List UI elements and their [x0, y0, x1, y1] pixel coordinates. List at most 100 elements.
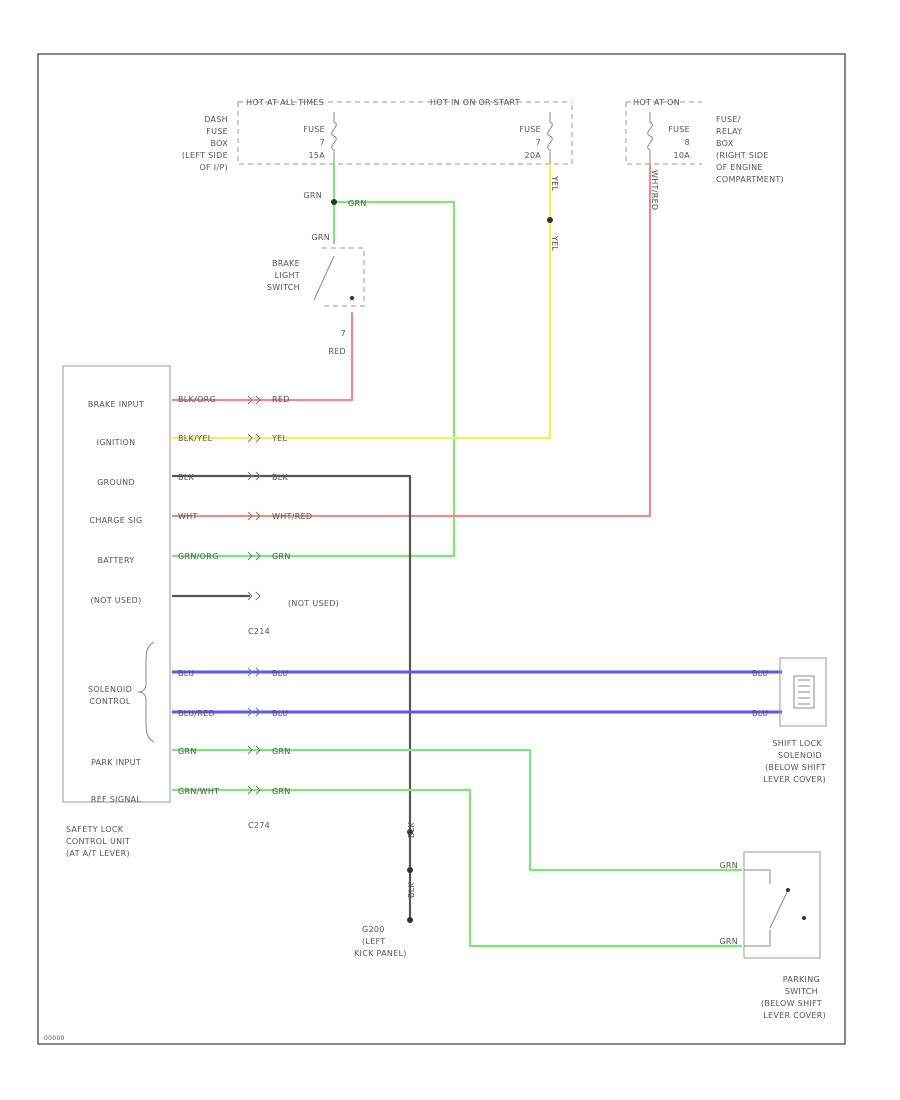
splice-dot-green	[331, 199, 337, 205]
splice-dot-ground-2	[407, 867, 413, 873]
ignition-right-wire: YEL	[271, 434, 288, 443]
brake-switch-label-3: SWITCH	[267, 283, 300, 292]
park-switch-label-4: LEVER COVER)	[763, 1011, 826, 1020]
terminal-park-input: PARK INPUT	[91, 758, 141, 767]
solenoid-label-4: LEVER COVER)	[763, 775, 826, 784]
control-unit-name-2: CONTROL UNIT	[66, 837, 130, 846]
solenoid1-end-wire: BLU	[752, 669, 768, 678]
fuse-left-number: 7	[320, 138, 325, 147]
parking-switch-box	[743, 851, 821, 959]
ground-point	[407, 917, 413, 923]
solenoid-brace	[137, 641, 155, 743]
park-switch-wire-upper: GRN	[719, 861, 738, 870]
fuse-right-rating: 20A	[524, 151, 541, 160]
brake-switch-blade	[313, 255, 335, 301]
safety-lock-control-unit: BRAKE INPUT IGNITION GROUND CHARGE SIG B…	[62, 365, 171, 858]
relay-fuse-box: HOT AT ON FUSE 8 10A FUSE/ RELAY BOX (RI…	[625, 98, 784, 184]
brake-switch-out-pin: 7	[341, 329, 346, 338]
solenoid-label-3: (BELOW SHIFT	[765, 763, 826, 772]
label-yel-mid: YEL	[550, 235, 559, 252]
battery-left-wire: GRN/ORG	[178, 552, 219, 561]
label-wht-red-vertical: WHT/RED	[650, 170, 659, 210]
relay-fuse-box-outline	[625, 101, 702, 165]
park-switch-path	[744, 869, 771, 947]
pin-ref	[247, 785, 261, 795]
relay-box-label-5: OF ENGINE	[716, 163, 763, 172]
wire-red-brake-input	[172, 312, 354, 402]
solenoid1-right-wire: BLU	[272, 669, 288, 678]
relay-box-label-4: (RIGHT SIDE	[716, 151, 769, 160]
solenoid2-right-wire: BLU	[272, 709, 288, 718]
relay-fuse-label: FUSE	[668, 125, 690, 134]
terminal-solenoid-2: CONTROL	[89, 697, 130, 706]
connector-c274: C274	[248, 821, 270, 830]
relay-box-label-2: RELAY	[716, 127, 743, 136]
dash-box-label-3: BOX	[210, 139, 228, 148]
wire-yellow-ignition	[172, 164, 552, 440]
pin-solenoid-1	[247, 667, 261, 677]
relay-box-label-3: BOX	[716, 139, 734, 148]
fuse-right-symbol	[547, 112, 553, 164]
ignition-left-wire: BLK/YEL	[178, 434, 213, 443]
ground-left-wire: BLK	[178, 473, 195, 482]
terminal-ground: GROUND	[97, 478, 135, 487]
fuse-right-label: FUSE	[519, 125, 541, 134]
park-switch-contact-a	[786, 888, 790, 892]
brake-light-switch: GRN BRAKE LIGHT SWITCH 7 RED	[267, 233, 365, 356]
control-unit-name-3: (AT A/T LEVER)	[66, 849, 130, 858]
wire-wht-red-charge	[172, 164, 652, 518]
dash-fuse-box-outline	[237, 102, 573, 165]
brake-left-wire: BLK/ORG	[178, 395, 216, 404]
footer-code: 00000	[44, 1035, 65, 1042]
solenoid1-left-wire: BLU	[178, 669, 194, 678]
wire-black-ground	[172, 474, 412, 920]
terminal-ignition: IGNITION	[97, 438, 136, 447]
pin-brake	[247, 395, 261, 405]
dash-left-header: HOT AT ALL TIMES	[246, 98, 324, 107]
ref-left-wire: GRN/WHT	[178, 787, 219, 796]
not-used-right-label: (NOT USED)	[288, 599, 339, 608]
park-right-wire: GRN	[272, 747, 291, 756]
solenoid-coil-icon	[798, 679, 810, 705]
connector-pins	[247, 395, 261, 795]
splice-dot-ground-1	[407, 829, 413, 835]
dash-box-label-4: (LEFT SIDE	[182, 151, 228, 160]
relay-fuse-symbol	[647, 112, 653, 164]
terminal-not-used: (NOT USED)	[90, 596, 141, 605]
park-switch-label-3: (BELOW SHIFT	[761, 999, 822, 1008]
pin-ground	[247, 471, 261, 481]
brake-switch-label-1: BRAKE	[272, 259, 300, 268]
dash-box-label-2: FUSE	[206, 127, 228, 136]
splice-dot-yellow	[547, 217, 553, 223]
park-switch-label-1: PARKING	[783, 975, 820, 984]
terminal-solenoid-1: SOLENOID	[88, 685, 132, 694]
connector-c214: C214	[248, 627, 270, 636]
park-switch-contact-b	[802, 916, 806, 920]
pin-park	[247, 745, 261, 755]
charge-right-wire: WHT/RED	[272, 512, 312, 521]
pin-battery	[247, 551, 261, 561]
brake-switch-out-wire: RED	[328, 347, 346, 356]
relay-fuse-rating: 10A	[673, 151, 690, 160]
solenoid-label-1: SHIFT LOCK	[772, 739, 822, 748]
label-grn-top: GRN	[303, 191, 322, 200]
park-switch-wire-lower: GRN	[719, 937, 738, 946]
parking-switch: GRN GRN PARKING SWITCH (BELOW SHIFT LEVE…	[719, 851, 826, 1020]
shift-lock-solenoid: SHIFT LOCK SOLENOID (BELOW SHIFT LEVER C…	[763, 657, 827, 784]
terminal-battery: BATTERY	[97, 556, 134, 565]
brake-switch-top-wire: GRN	[311, 233, 330, 242]
ref-right-wire: GRN	[272, 787, 291, 796]
ground-right-wire: BLK	[272, 473, 289, 482]
control-unit-box	[62, 365, 171, 803]
ground-wire-lower: BLK	[407, 881, 416, 898]
relay-header: HOT AT ON	[633, 98, 680, 107]
wire-green-park-input	[172, 748, 742, 872]
fuse-left-symbol	[331, 112, 337, 164]
ground-wire-upper: BLK	[407, 821, 416, 838]
ground-g200: BLK BLK G200 (LEFT KICK PANEL)	[354, 821, 416, 958]
ground-label-2: (LEFT	[362, 937, 385, 946]
relay-box-label-1: FUSE/	[716, 115, 741, 124]
relay-fuse-number: 8	[685, 138, 690, 147]
ground-label-3: KICK PANEL)	[354, 949, 407, 958]
control-unit-name-1: SAFETY LOCK	[66, 825, 124, 834]
